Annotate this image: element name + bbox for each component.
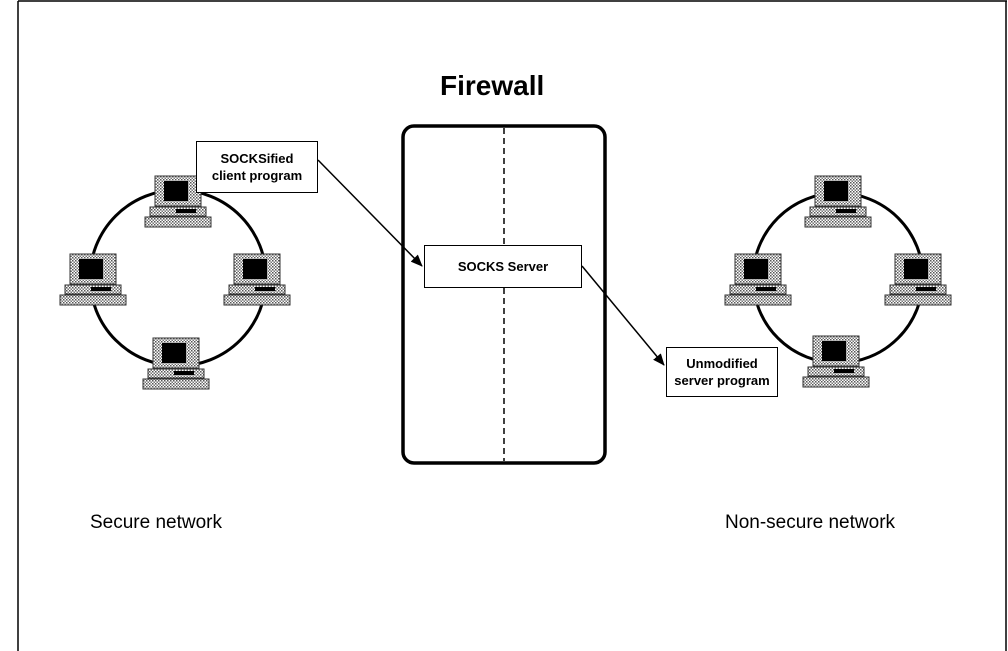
arrow-icon	[581, 265, 665, 366]
non-secure-network-ring	[724, 175, 952, 388]
socks-server-label: SOCKS Server	[457, 259, 549, 274]
secure-network-ring	[59, 175, 291, 390]
workstation-icon	[223, 253, 291, 306]
arrow-icon	[317, 159, 423, 267]
client-box-line2: client program	[211, 168, 303, 183]
workstation-icon	[724, 253, 792, 306]
socksified-client-box: SOCKSified client program	[196, 141, 318, 193]
unmodified-box-line2: server program	[674, 373, 770, 388]
workstation-icon	[804, 175, 872, 228]
secure-network-label: Secure network	[90, 512, 223, 533]
client-box-line1: SOCKSified	[220, 151, 294, 166]
workstation-icon	[802, 335, 870, 388]
unmodified-box-line1: Unmodified	[686, 356, 758, 371]
non-secure-network-label: Non-secure network	[725, 512, 896, 533]
firewall-title: Firewall	[440, 70, 545, 101]
unmodified-server-box: Unmodified server program	[666, 347, 778, 397]
workstation-icon	[59, 253, 127, 306]
workstation-icon	[884, 253, 952, 306]
socks-server-box: SOCKS Server	[424, 245, 582, 288]
workstation-icon	[142, 337, 210, 390]
